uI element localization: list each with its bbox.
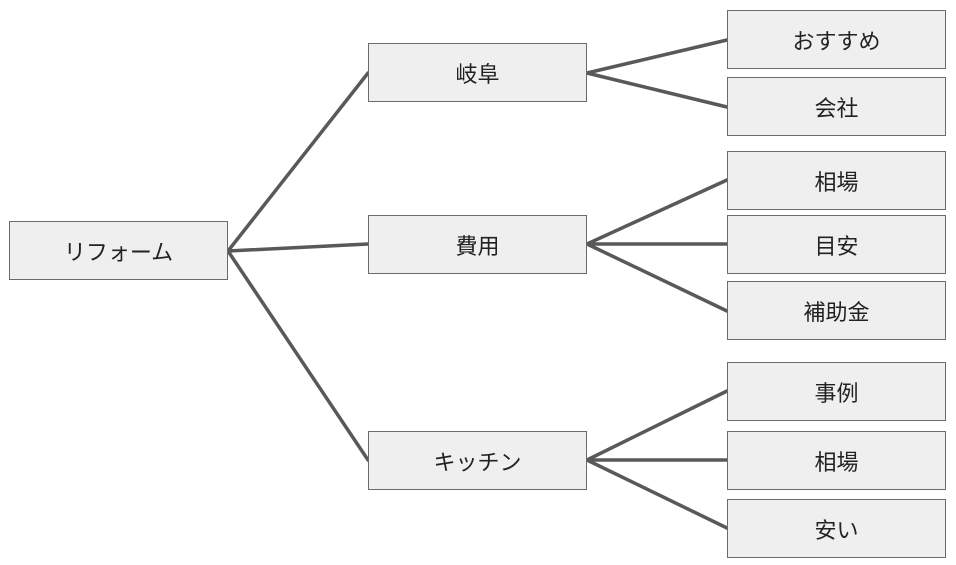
leaf-node-osusume: おすすめ [727, 10, 946, 69]
leaf-node-label: 事例 [814, 381, 859, 407]
branch-node-gifu: 岐阜 [368, 43, 587, 102]
branch-node-label: 費用 [455, 234, 500, 260]
branch-node-label: キッチン [433, 450, 522, 476]
leaf-node-kaisha: 会社 [727, 77, 946, 136]
branch-node-label: 岐阜 [455, 62, 500, 88]
connector-root-hiyo [226, 242, 370, 253]
connector-root-gifu [226, 71, 370, 253]
leaf-node-label: 会社 [814, 96, 859, 122]
leaf-node-label: 相場 [814, 170, 859, 196]
leaf-node-label: 補助金 [803, 300, 870, 326]
connector-gifu-osusume [585, 38, 729, 75]
connector-kitchen-jirei [585, 389, 729, 462]
root-node-label: リフォーム [63, 240, 174, 266]
leaf-node-label: 目安 [814, 234, 859, 260]
leaf-node-label: 相場 [814, 450, 859, 476]
leaf-node-yasui: 安い [727, 499, 946, 558]
leaf-node-hojokin: 補助金 [727, 281, 946, 340]
connector-hiyo-souba [585, 178, 729, 246]
connector-gifu-kaisha [585, 71, 729, 109]
leaf-node-label: 安い [814, 518, 859, 544]
connector-hiyo-hojokin [585, 242, 729, 313]
connector-root-kitchen [226, 249, 370, 462]
branch-node-kitchen: キッチン [368, 431, 587, 490]
leaf-node-jirei: 事例 [727, 362, 946, 421]
root-node: リフォーム [9, 221, 228, 280]
branch-node-hiyou: 費用 [368, 215, 587, 274]
leaf-node-souba: 相場 [727, 151, 946, 210]
connector-kitchen-yasui [585, 458, 729, 530]
leaf-node-label: おすすめ [792, 29, 881, 55]
leaf-node-meyasu: 目安 [727, 215, 946, 274]
leaf-node-souba: 相場 [727, 431, 946, 490]
